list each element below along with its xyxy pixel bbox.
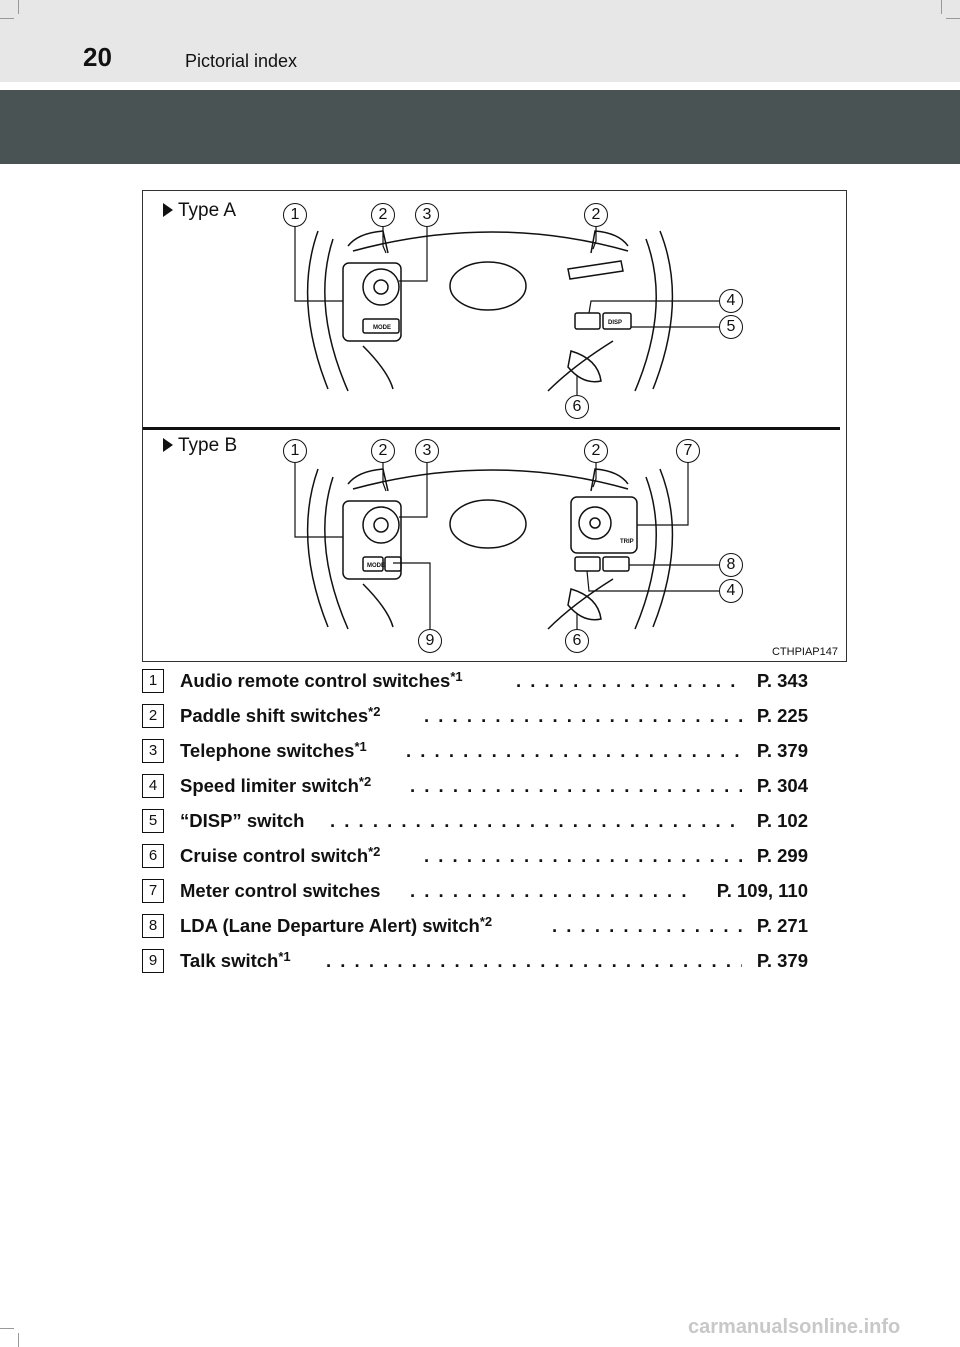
- triangle-bullet-icon: [163, 203, 173, 217]
- chapter-band: [0, 90, 960, 164]
- leader-dots: . . . . . . . . . . . . . . . . . . . . …: [516, 670, 742, 691]
- legend-number: 4: [142, 774, 164, 798]
- page-reference: P. 299: [756, 845, 808, 866]
- trip-switch-label-b: TRIP: [620, 539, 634, 545]
- leader-dots: . . . . . . . . . . . . . . . . . . . . …: [424, 845, 742, 866]
- callout-b-9: 9: [418, 629, 442, 653]
- callout-a-1: 1: [283, 203, 307, 227]
- footnote-marker: *1: [450, 669, 463, 684]
- legend-label: Cruise control switch: [180, 845, 369, 866]
- legend-number: 2: [142, 704, 164, 728]
- legend-label: Audio remote control switches: [180, 670, 451, 691]
- wheel-hub-a: [449, 261, 527, 311]
- callout-a-2b: 2: [584, 203, 608, 227]
- page-number: 20: [83, 42, 112, 72]
- callout-b-3: 3: [415, 439, 439, 463]
- header-bar: 20 Pictorial index: [0, 0, 960, 82]
- crop-mark: [18, 0, 19, 14]
- leader-dots: . . . . . . . . . . . . . . . . . . . . …: [330, 810, 742, 831]
- callout-b-2b: 2: [584, 439, 608, 463]
- watermark: carmanualsonline.info: [688, 1316, 901, 1338]
- crop-mark: [946, 18, 960, 19]
- legend-row-8: 8 LDA (Lane Departure Alert) switch*2 . …: [142, 911, 822, 941]
- steering-wheel-illustration: MODE DISP MODE TRIP: [294, 225, 719, 631]
- page-reference: P. 304: [756, 775, 808, 796]
- legend-number: 9: [142, 949, 164, 973]
- callout-a-6: 6: [565, 395, 589, 419]
- cruise-lever-a: [567, 350, 602, 383]
- legend-label: Telephone switches: [180, 740, 355, 761]
- legend-row-3: 3 Telephone switches*1 . . . . . . . . .…: [142, 736, 822, 766]
- steering-wheel-figure: MODE DISP MODE TRIP Type A Type B 1 2 3 …: [142, 190, 847, 662]
- leader-dots: . . . . . . . . . . . . . . . . . . . . …: [410, 880, 692, 901]
- type-b-label: Type B: [163, 436, 237, 456]
- crop-mark: [0, 1328, 14, 1329]
- leader-dots: . . . . . . . . . . . . . . . . . .: [552, 915, 742, 936]
- leader-dots: . . . . . . . . . . . . . . . . . . . . …: [406, 740, 742, 761]
- figure-code: CTHPIAP147: [771, 646, 838, 658]
- page-reference: P. 102: [756, 810, 808, 831]
- mode-switch-label-b: MODE: [367, 563, 385, 569]
- legend-label: “DISP” switch: [180, 810, 305, 831]
- type-divider: [143, 427, 840, 430]
- triangle-bullet-icon: [163, 438, 173, 452]
- legend-number: 5: [142, 809, 164, 833]
- wheel-rim-right-a: [652, 230, 674, 390]
- legend-row-1: 1 Audio remote control switches*1 . . . …: [142, 666, 822, 696]
- legend-number: 3: [142, 739, 164, 763]
- callout-b-7: 7: [676, 439, 700, 463]
- callout-b-6: 6: [565, 629, 589, 653]
- legend-label: LDA (Lane Departure Alert) switch: [180, 915, 480, 936]
- legend-row-7: 7 Meter control switches . . . . . . . .…: [142, 876, 822, 906]
- leader-dots: . . . . . . . . . . . . . . . . . . . . …: [326, 950, 742, 971]
- callout-a-4: 4: [719, 289, 743, 313]
- callout-b-2: 2: [371, 439, 395, 463]
- legend-label: Paddle shift switches: [180, 705, 369, 726]
- legend-row-2: 2 Paddle shift switches*2 . . . . . . . …: [142, 701, 822, 731]
- legend-row-9: 9 Talk switch*1 . . . . . . . . . . . . …: [142, 946, 822, 976]
- legend-number: 6: [142, 844, 164, 868]
- footnote-marker: *1: [354, 739, 367, 754]
- callout-b-1: 1: [283, 439, 307, 463]
- legend-number: 8: [142, 914, 164, 938]
- leader-dots: . . . . . . . . . . . . . . . . . . . . …: [424, 705, 742, 726]
- leader-dots: . . . . . . . . . . . . . . . . . . . . …: [410, 775, 742, 796]
- page-reference: P. 379: [756, 950, 808, 971]
- callout-a-5: 5: [719, 315, 743, 339]
- page-reference: P. 343: [756, 670, 808, 691]
- footnote-marker: *1: [278, 949, 291, 964]
- crop-mark: [18, 1333, 19, 1347]
- page-reference: P. 225: [756, 705, 808, 726]
- callout-b-4: 4: [719, 579, 743, 603]
- legend-number: 7: [142, 879, 164, 903]
- page-reference: P. 109, 110: [716, 880, 808, 901]
- legend-row-4: 4 Speed limiter switch*2 . . . . . . . .…: [142, 771, 822, 801]
- crop-mark: [0, 18, 14, 19]
- mode-switch-label-a: MODE: [373, 325, 391, 331]
- disp-switch-label-a: DISP: [608, 320, 622, 326]
- type-a-label: Type A: [163, 201, 236, 221]
- legend-row-6: 6 Cruise control switch*2 . . . . . . . …: [142, 841, 822, 871]
- footnote-marker: *2: [368, 704, 381, 719]
- legend-label: Meter control switches: [180, 880, 381, 901]
- callout-a-3: 3: [415, 203, 439, 227]
- section-title: Pictorial index: [185, 51, 298, 71]
- legend-label: Speed limiter switch: [180, 775, 359, 796]
- callout-b-8: 8: [719, 553, 743, 577]
- footnote-marker: *2: [368, 844, 381, 859]
- left-switch-panel-a: [342, 262, 402, 342]
- wheel-rim-left-a: [306, 230, 329, 390]
- callout-a-2: 2: [371, 203, 395, 227]
- legend-number: 1: [142, 669, 164, 693]
- legend-label: Talk switch: [180, 950, 279, 971]
- legend-row-5: 5 “DISP” switch . . . . . . . . . . . . …: [142, 806, 822, 836]
- page-reference: P. 271: [756, 915, 808, 936]
- page-reference: P. 379: [756, 740, 808, 761]
- footnote-marker: *2: [358, 774, 372, 789]
- crop-mark: [941, 0, 942, 14]
- footnote-marker: *2: [479, 914, 493, 929]
